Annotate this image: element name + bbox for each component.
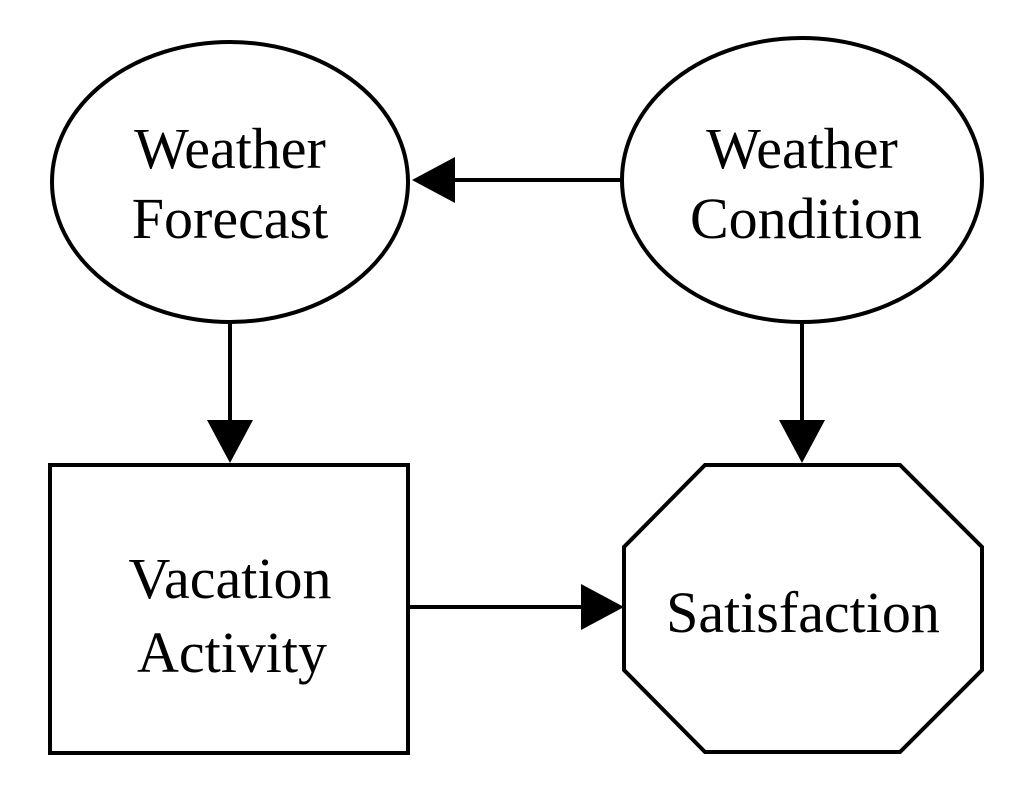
node-weather-forecast: Weather Forecast bbox=[50, 40, 410, 324]
edge-activity-to-satisfaction bbox=[408, 584, 624, 630]
node-weather-condition: Weather Condition bbox=[620, 36, 984, 324]
edge-condition-to-satisfaction bbox=[779, 322, 825, 463]
vacation-activity-label-line2: Activity bbox=[137, 620, 327, 685]
vacation-activity-label-line1: Vacation bbox=[129, 546, 332, 611]
node-vacation-activity: Vacation Activity bbox=[48, 463, 410, 755]
node-satisfaction: Satisfaction bbox=[622, 463, 984, 754]
edge-condition-to-forecast bbox=[412, 157, 622, 203]
weather-forecast-label-line1: Weather bbox=[134, 116, 326, 181]
weather-condition-label-line2: Condition bbox=[690, 186, 922, 251]
edge-forecast-to-activity bbox=[207, 322, 253, 463]
satisfaction-label: Satisfaction bbox=[666, 580, 940, 645]
weather-condition-label-line1: Weather bbox=[706, 116, 898, 181]
weather-forecast-label-line2: Forecast bbox=[132, 186, 329, 251]
